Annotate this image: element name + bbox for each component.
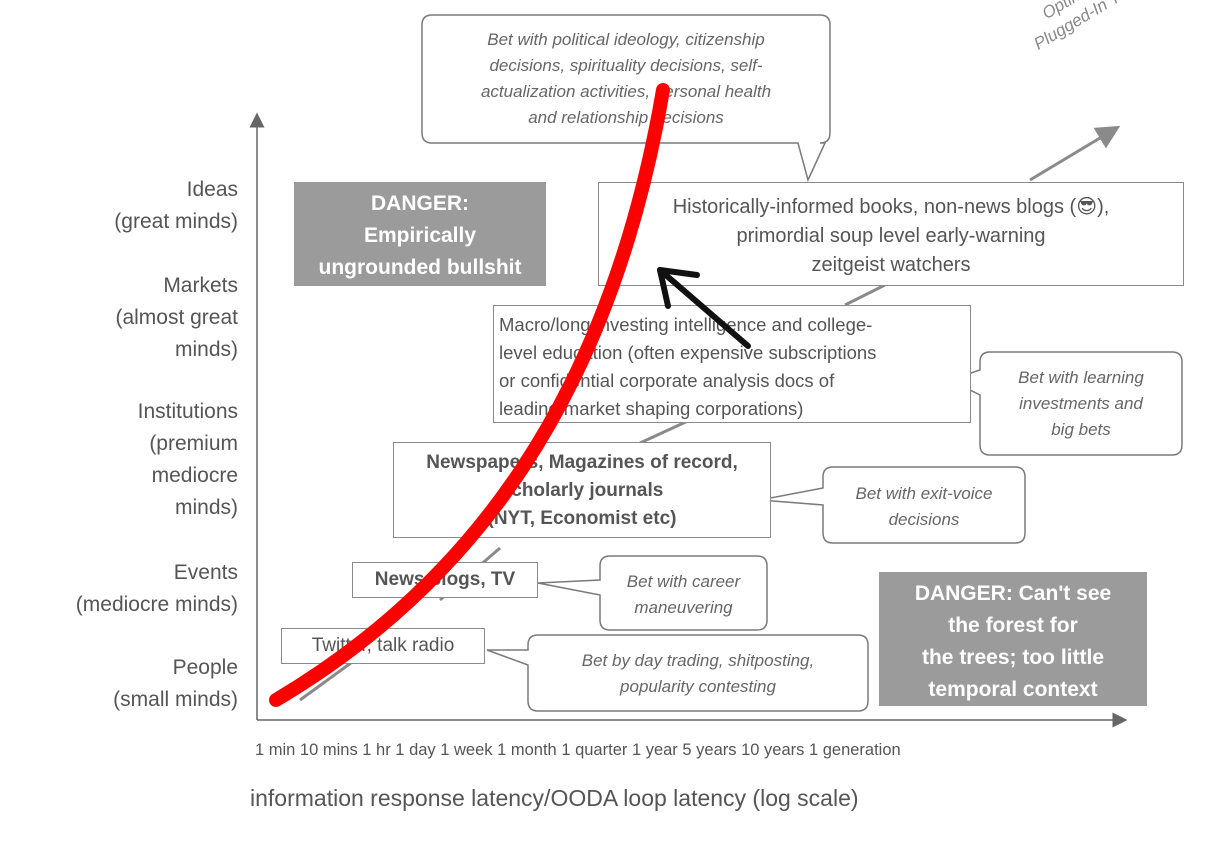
x-axis-title: information response latency/OODA loop l…: [250, 785, 859, 811]
box-news: News blogs, TV: [352, 562, 538, 598]
box-newspapers: Newspapers, Magazines of record, scholar…: [393, 442, 771, 538]
ylabel-markets: Markets (almost great minds): [115, 274, 238, 361]
bubble-exit-voice-text: Bet with exit-voice decisions: [855, 484, 993, 529]
bubble-learning-text: Bet with learning investments and big be…: [1018, 368, 1144, 439]
danger-ungrounded: DANGER: Empirically ungrounded bullshit: [294, 182, 546, 286]
box-books: Historically-informed books, non-news bl…: [598, 182, 1184, 286]
box-twitter: Twitter, talk radio: [281, 628, 485, 664]
bubble-day-trading-text: Bet by day trading, shitposting, popular…: [581, 651, 815, 696]
ylabel-people: People (small minds): [113, 656, 238, 711]
bubble-learning-shape: [948, 351, 1183, 456]
ylabel-events: Events (mediocre minds): [75, 561, 238, 616]
bubble-exit-voice-shape: [759, 466, 1026, 544]
danger-forest: DANGER: Can't see the forest for the tre…: [879, 572, 1147, 706]
x-axis-ticks: 1 min 10 mins 1 hr 1 day 1 week 1 month …: [255, 741, 901, 759]
ylabel-institutions: Institutions (premium mediocre minds): [137, 400, 238, 519]
bubble-top-text: Bet with political ideology, citizenship…: [480, 30, 772, 127]
box-macro: Macro/long investing intelligence and co…: [493, 305, 971, 423]
ylabel-ideas: Ideas (great minds): [114, 178, 238, 233]
bubble-career-text: Bet with career maneuvering: [626, 572, 741, 617]
